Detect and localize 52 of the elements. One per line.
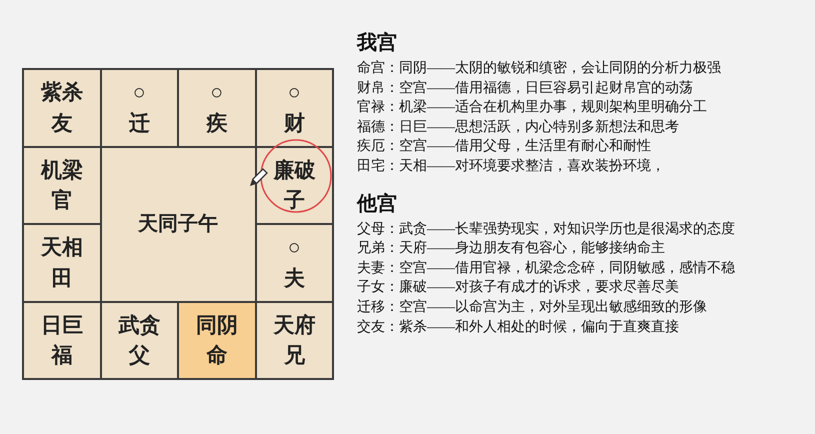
- palace-text: 廉破: [273, 156, 316, 184]
- palace-text: 财: [284, 110, 305, 137]
- description-line: 财帛：空宫——借用福德，日巨容易引起财帛宫的动荡: [357, 79, 694, 98]
- palace-cell: [24, 225, 100, 300]
- palace-text: ○: [288, 234, 301, 262]
- palace-cell: [102, 70, 177, 146]
- palace-cell: [256, 70, 332, 146]
- description-line: 父母：武贪——长辈强势现实，对知识学历也是很渴求的态度: [357, 220, 736, 239]
- palace-text: 紫杀: [40, 79, 83, 106]
- palace-text: ○: [132, 79, 146, 106]
- palace-text: 父: [128, 342, 150, 370]
- palace-text: 友: [51, 110, 72, 137]
- description-line: 子女：廉破——对孩子有成才的诉求，要求尽善尽美: [357, 278, 680, 298]
- palace-text: 天府: [273, 312, 316, 339]
- palace-cell: [102, 148, 254, 300]
- palace-text: 田: [51, 264, 72, 292]
- description-line: 田宅：天相——对环境要求整洁，喜欢装扮环境，: [357, 157, 666, 176]
- palace-cell: [256, 302, 332, 378]
- palace-cell: [24, 70, 100, 146]
- palace-cell: [179, 302, 254, 378]
- description-line: 官禄：机梁——适合在机构里办事，规则架构里明确分工: [357, 98, 708, 118]
- section-heading: 我宫: [357, 30, 398, 56]
- description-line: 兄弟：天府——身边朋友有包容心，能够接纳命主: [357, 239, 666, 258]
- palace-text: 夫: [284, 264, 305, 292]
- palace-text: 日巨: [40, 312, 83, 339]
- palace-cell: [179, 70, 254, 146]
- palace-text: 武贪: [118, 312, 160, 339]
- palace-cell: [24, 148, 100, 223]
- palace-cell: [24, 302, 100, 378]
- description-line: 夫妻：空宫——借用官禄，机梁念念碎，同阴敏感，感情不稳: [357, 259, 736, 278]
- palace-cell: [102, 302, 177, 378]
- description-line: 福德：日巨——思想活跃，内心特别多新想法和思考: [357, 118, 680, 137]
- palace-text: 官: [51, 187, 72, 214]
- section-heading: 他宫: [357, 192, 398, 217]
- palace-text: 福: [51, 342, 72, 370]
- description-line: 迁移：空宫——以命宫为主，对外呈现出敏感细致的形像: [357, 298, 708, 317]
- palace-text: 机梁: [40, 156, 83, 184]
- palace-text: 疾: [206, 110, 228, 137]
- palace-text: 天相: [40, 234, 83, 262]
- description-line: 命宫：同阴——太阴的敏锐和缜密，会让同阴的分析力极强: [357, 59, 722, 78]
- palace-cell: [256, 225, 332, 300]
- palace-text: 兄: [284, 342, 305, 370]
- palace-text: 命: [206, 342, 228, 370]
- palace-cell: [256, 148, 332, 223]
- description-line: 交友：紫杀——和外人相处的时候，偏向于直爽直接: [357, 318, 680, 337]
- description-line: 疾厄：空宫——借用父母，生活里有耐心和耐性: [357, 137, 652, 156]
- palace-text: 同阴: [196, 312, 238, 339]
- palace-text: 天同子午: [138, 212, 218, 236]
- palace-text: ○: [210, 79, 224, 106]
- palace-text: 子: [284, 187, 305, 214]
- palace-text: ○: [288, 79, 301, 106]
- palace-text: 迁: [128, 110, 150, 137]
